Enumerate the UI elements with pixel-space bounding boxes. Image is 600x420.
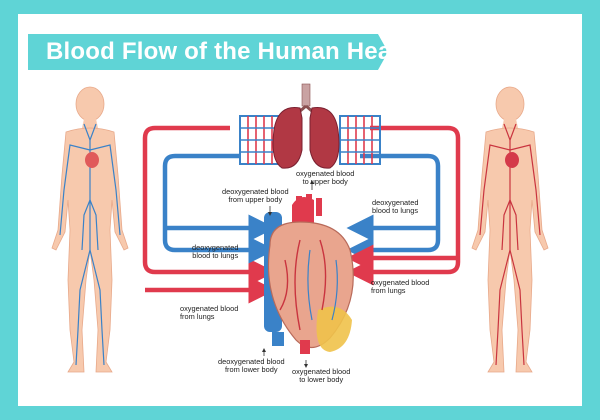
label-oxy-from-lungs-left: oxygenated blood from lungs bbox=[180, 304, 239, 322]
page-title: Blood Flow of the Human Heart bbox=[46, 38, 410, 65]
label-deoxy-lower: deoxygenated blood from lower body bbox=[218, 357, 285, 375]
label-deoxy-lungs-left: deoxygenated blood to lungs bbox=[192, 243, 239, 261]
title-bar: Blood Flow of the Human Heart bbox=[32, 32, 412, 72]
title-banner bbox=[28, 34, 402, 70]
label-oxy-from-lungs-right: oxygenated blood from lungs bbox=[371, 278, 430, 296]
circulation-loops bbox=[142, 125, 461, 304]
label-oxy-lower: oxygenated blood to lower body bbox=[292, 367, 351, 385]
heart bbox=[264, 194, 354, 354]
label-deoxy-upper: deoxygenated blood from upper body bbox=[222, 187, 289, 205]
lungs bbox=[272, 83, 340, 169]
label-pointers bbox=[262, 180, 314, 368]
right-body-figure bbox=[471, 86, 549, 373]
label-deoxy-lungs-right: deoxygenated blood to lungs bbox=[372, 198, 419, 216]
label-oxy-upper: oxygenated blood to upper body bbox=[296, 169, 355, 187]
left-body-figure bbox=[51, 86, 129, 373]
